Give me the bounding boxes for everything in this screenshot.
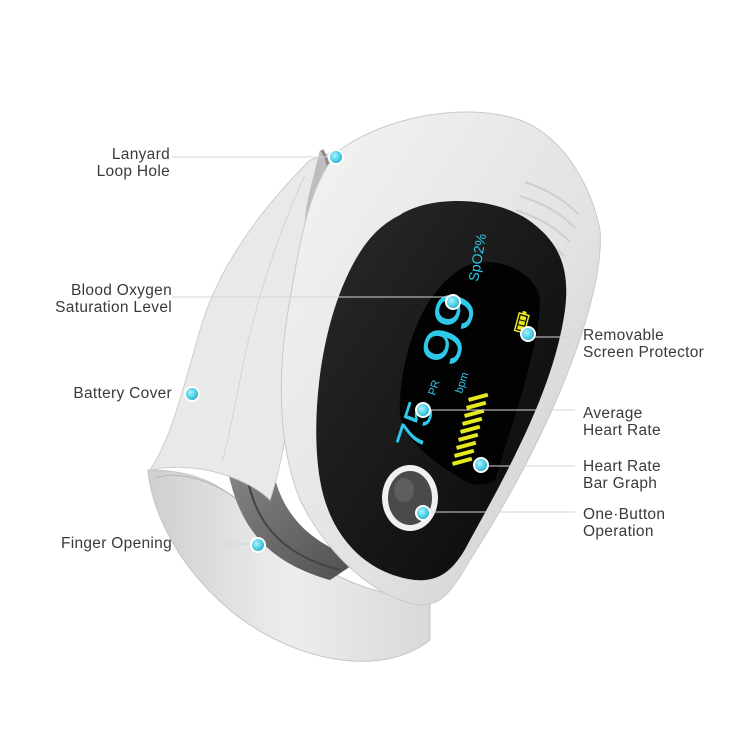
finger-opening-dot <box>250 537 266 553</box>
label-line: Lanyard <box>111 146 170 163</box>
blood-oxygen-dot <box>445 294 461 310</box>
label-blood-oxygen: Blood Oxygen Saturation Level <box>20 282 172 316</box>
label-line: Bar Graph <box>583 475 658 492</box>
callout-lines <box>172 156 575 545</box>
average-hr-dot <box>415 402 431 418</box>
label-average-heart-rate: Average Heart Rate <box>583 405 733 439</box>
label-line: Operation <box>583 523 654 540</box>
one-button-dot <box>415 505 431 521</box>
label-one-button-operation: One·Button Operation <box>583 506 733 540</box>
screen-protector-dot <box>520 326 536 342</box>
pr-label: PR <box>426 379 442 397</box>
heart-rate-bar-graph <box>451 392 489 466</box>
label-finger-opening: Finger Opening <box>20 535 172 552</box>
label-screen-protector: Removable Screen Protector <box>583 327 743 361</box>
label-line: Battery Cover <box>73 385 172 402</box>
label-line: Screen Protector <box>583 344 705 361</box>
lanyard-dot <box>328 149 344 165</box>
label-battery-cover: Battery Cover <box>20 385 172 402</box>
label-line: Heart Rate <box>583 458 661 475</box>
label-line: Loop Hole <box>96 163 170 180</box>
label-heart-rate-bar-graph: Heart Rate Bar Graph <box>583 458 733 492</box>
label-line: Average <box>583 405 643 422</box>
label-line: Removable <box>583 327 665 344</box>
label-line: Saturation Level <box>55 299 172 316</box>
label-lanyard-loop-hole: Lanyard Loop Hole <box>60 146 170 180</box>
label-line: Finger Opening <box>60 535 172 552</box>
label-line: Heart Rate <box>583 422 661 439</box>
power-button[interactable] <box>382 465 438 531</box>
label-line: One·Button <box>583 506 666 523</box>
battery-icon <box>513 310 530 334</box>
screen-bezel: SpO2% 99 PR bpm 75 <box>316 201 567 581</box>
battery-cover-dot <box>184 386 200 402</box>
callout-dots <box>184 149 536 553</box>
hr-bar-graph-dot <box>473 457 489 473</box>
label-line: Blood Oxygen <box>71 282 172 299</box>
